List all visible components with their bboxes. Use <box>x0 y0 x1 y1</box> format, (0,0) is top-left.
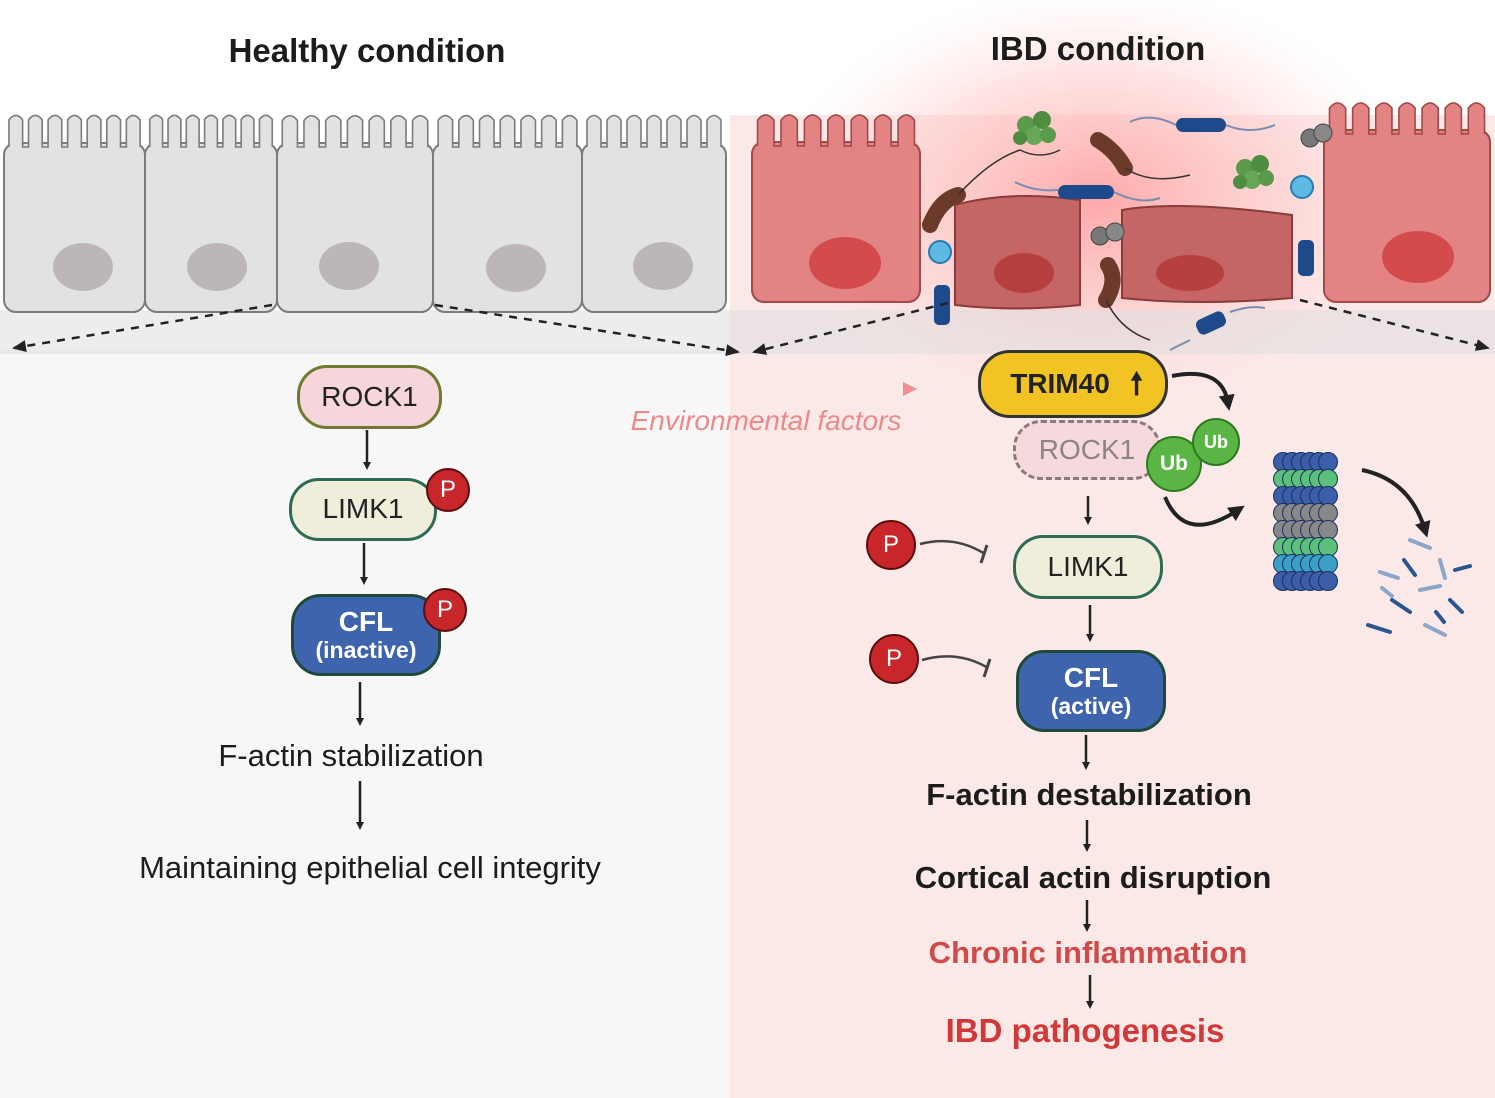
proteasome-icon <box>1273 452 1338 591</box>
trim40-label: TRIM40 <box>1010 367 1110 399</box>
rock1-node-ibd-degraded: ROCK1 <box>1013 420 1161 480</box>
cortical-actin-disruption-text: Cortical actin disruption <box>914 860 1272 895</box>
healthy-epithelium <box>3 114 727 313</box>
phospho-badge: P <box>426 468 470 512</box>
blue-rod-bacterium-icon <box>1298 240 1314 276</box>
blue-rod-bacterium-icon <box>1058 185 1114 199</box>
healthy-condition-title: Healthy condition <box>228 32 506 69</box>
rock1-label: ROCK1 <box>321 380 418 412</box>
blue-virus-icon <box>1290 175 1314 199</box>
limk1-node-healthy: LIMK1 <box>289 478 437 541</box>
rock1-label: ROCK1 <box>1038 433 1136 465</box>
blue-rod-bacterium-icon <box>1176 118 1226 132</box>
phospho-badge: P <box>866 520 916 570</box>
green-virus-cluster-icon <box>1013 111 1056 145</box>
blue-virus-icon <box>928 240 952 264</box>
healthy-pathway-arrows <box>356 430 371 830</box>
chronic-inflammation-text: Chronic inflammation <box>928 935 1248 970</box>
f-actin-destabilization-text: F-actin destabilization <box>926 777 1252 812</box>
pathogens <box>922 111 1333 351</box>
cfl-label: CFL <box>338 605 394 637</box>
cfl-label: CFL <box>1063 661 1119 693</box>
phospho-badge: P <box>869 634 919 684</box>
phospho-badge: P <box>423 588 467 632</box>
f-actin-stabilization-text: F-actin stabilization <box>218 738 484 773</box>
inhibition-line <box>921 655 989 670</box>
inhibition-line <box>919 539 986 556</box>
environmental-factors-label: Environmental factors <box>630 405 902 436</box>
ubiquitin-badge: Ub <box>1146 436 1202 492</box>
brown-bacterium-icon <box>1098 257 1121 308</box>
trim40-node: TRIM40 🠕 <box>978 350 1168 418</box>
green-virus-cluster-icon <box>1233 155 1274 189</box>
ibd-pathway-arrows <box>919 371 1431 1009</box>
brown-bacterium-icon <box>922 187 966 233</box>
cfl-node-ibd: CFL (active) <box>1016 650 1166 732</box>
blue-rod-bacterium-icon <box>1195 311 1227 335</box>
limk1-label: LIMK1 <box>322 493 404 525</box>
rock1-node-healthy: ROCK1 <box>297 365 442 429</box>
ibd-condition-title: IBD condition <box>990 30 1206 67</box>
ibd-epithelium <box>751 102 1491 310</box>
maintaining-integrity-text: Maintaining epithelial cell integrity <box>139 850 601 885</box>
cfl-state-label: (active) <box>1050 692 1132 719</box>
brown-bacterium-icon <box>1090 132 1133 176</box>
zoom-arrows <box>12 298 1490 357</box>
degraded-protein-fragments-icon <box>1366 538 1472 637</box>
ubiquitin-badge: Ub <box>1192 418 1240 466</box>
limk1-label: LIMK1 <box>1047 550 1129 582</box>
ibd-pathogenesis-text: IBD pathogenesis <box>945 1012 1225 1049</box>
healthy-panel-background <box>0 350 730 1098</box>
cfl-state-label: (inactive) <box>315 636 417 663</box>
basement-band <box>0 310 1495 354</box>
up-arrow-icon: 🠕 <box>1130 368 1143 401</box>
limk1-node-ibd: LIMK1 <box>1013 535 1163 599</box>
cfl-node-healthy: CFL (inactive) <box>291 594 441 676</box>
